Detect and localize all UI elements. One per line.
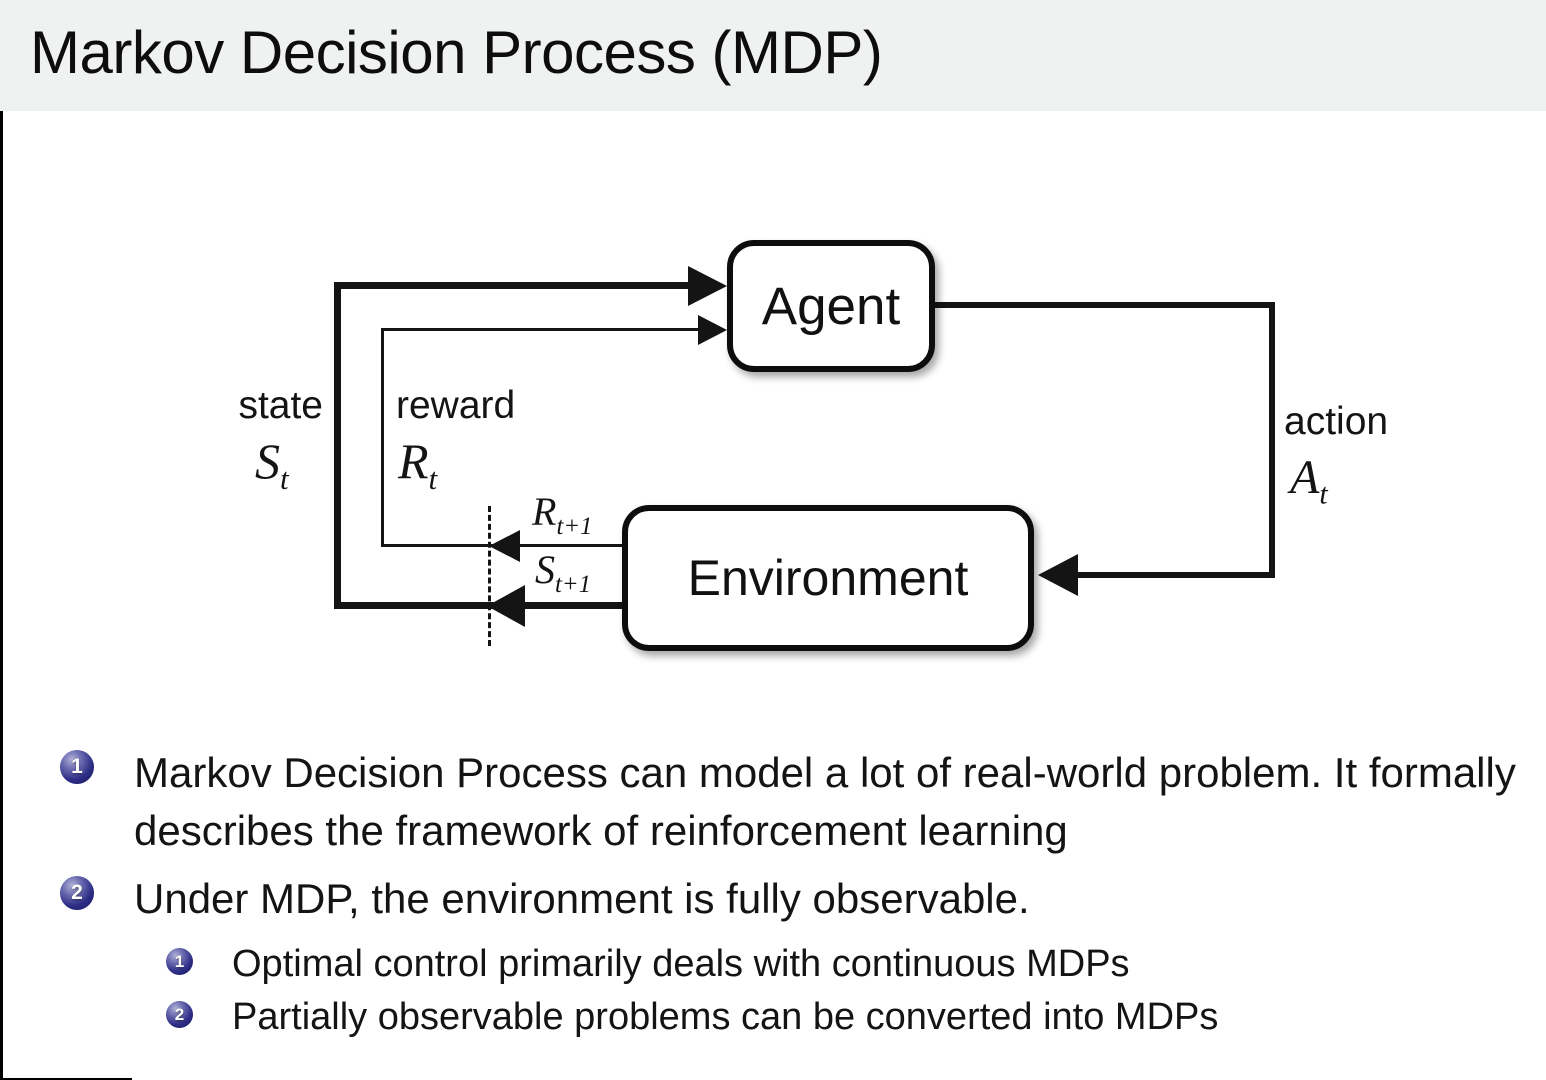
action-line-vertical [1269,302,1275,576]
action-line-from-agent [935,302,1275,308]
reward-line-vertical [381,328,384,546]
action-symbol: At [1290,451,1328,511]
state-symbol: St [255,433,289,496]
frame-edge-left [0,0,3,1080]
next-state-symbol: St+1 [535,547,592,598]
bullet-1-badge: 1 [60,750,94,784]
bullet-2-badge: 2 [60,876,94,910]
reward-label: reward [396,384,516,427]
action-arrowhead-into-environment [1038,554,1078,596]
action-line-to-environment [1068,572,1275,578]
reward-arrowhead-into-agent [698,315,727,345]
reward-symbol: Rt [398,433,438,496]
agent-box: Agent [727,240,935,372]
environment-box: Environment [622,505,1034,651]
state-line-vertical [334,282,341,609]
bullet-2-text: Under MDP, the environment is fully obse… [134,875,1030,922]
next-state-arrowhead [487,585,525,627]
agent-label: Agent [761,276,901,336]
state-label: state [238,384,323,427]
slide-title: Markov Decision Process (MDP) [30,19,883,86]
next-reward-symbol: Rt+1 [532,489,593,540]
time-step-dashed-line [488,506,491,646]
bullet-1-text: Markov Decision Process can model a lot … [134,749,1516,854]
sub-bullet-1-badge: 1 [166,948,193,975]
sub-bullet-2-text: Partially observable problems can be con… [232,996,1219,1038]
frame-edge-bottom [0,1078,132,1080]
next-state-line-from-environment [334,602,622,609]
state-line-to-agent [334,282,690,289]
next-reward-arrowhead [489,530,520,562]
action-label: action [1284,400,1389,443]
state-arrowhead-into-agent [688,266,727,306]
reward-line-to-agent [381,328,698,331]
environment-label: Environment [687,550,969,606]
sub-bullet-1-text: Optimal control primarily deals with con… [232,943,1130,985]
sub-bullet-2-badge: 2 [166,1001,193,1028]
title-band [0,0,1546,111]
